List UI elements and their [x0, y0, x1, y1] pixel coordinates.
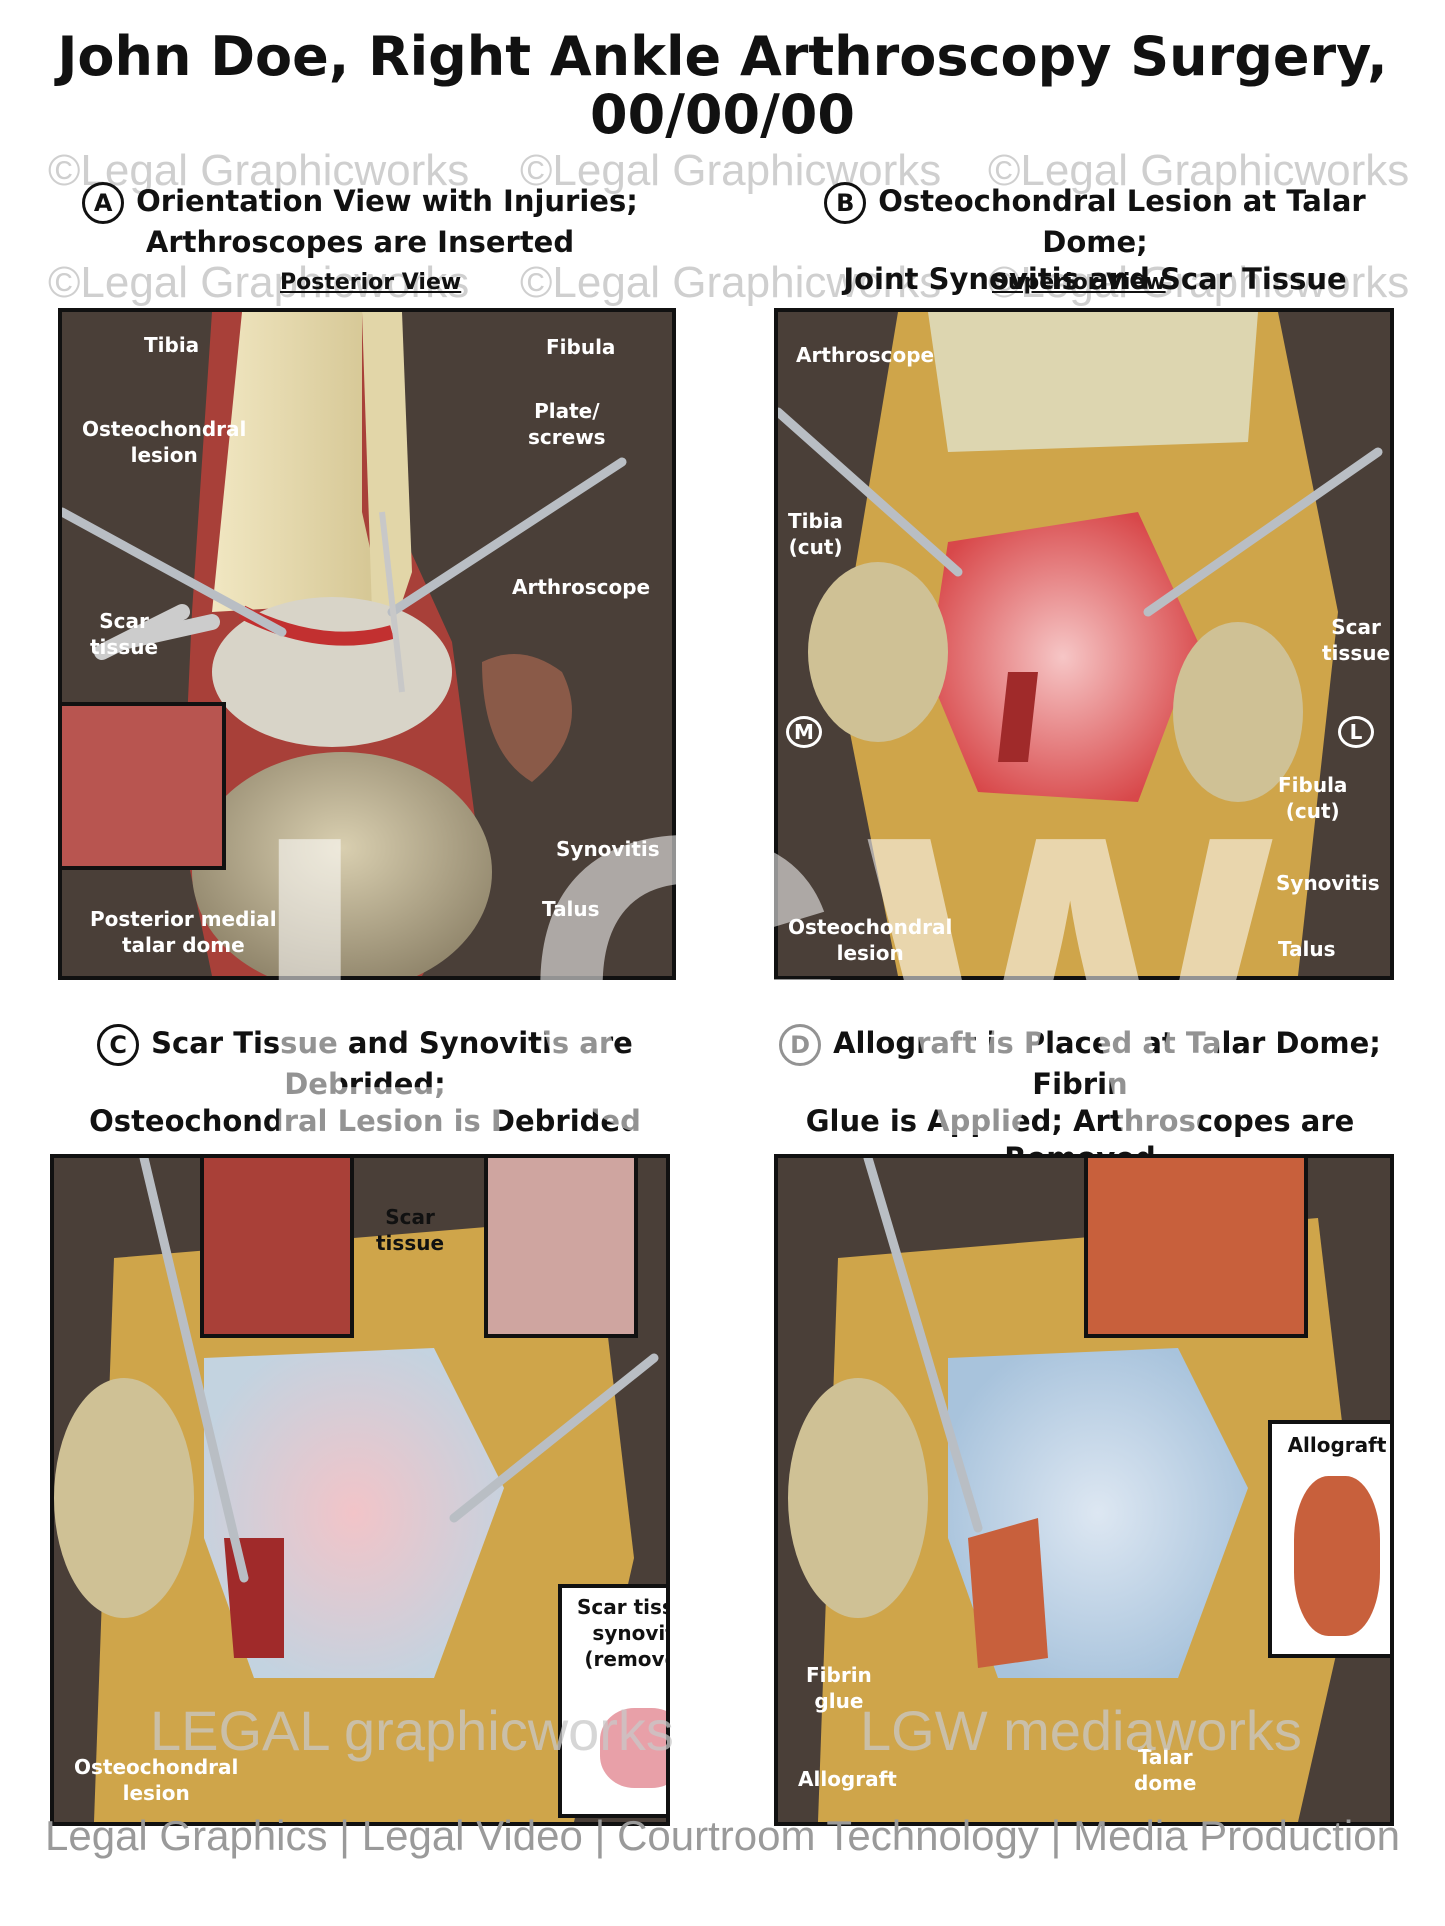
panel-a-heading: A Orientation View with Injuries; Arthros…	[60, 182, 660, 261]
panel-c-illustration: Scar tissue Scar tissue/ synovitis (remo…	[50, 1154, 670, 1826]
label-synovitis: Synovitis	[1276, 871, 1380, 895]
label-arthroscope: Arthroscope	[796, 343, 935, 367]
brand-right: LGW mediaworks	[860, 1699, 1302, 1762]
panel-b-heading: B Osteochondral Lesion at Talar Dome; Joi…	[770, 182, 1420, 298]
panel-a-letter: A	[82, 182, 125, 224]
allograft-box: Allograft	[1268, 1420, 1390, 1658]
panel-c-letter: C	[97, 1024, 140, 1066]
label-scar-tissue: Scar tissue	[90, 609, 159, 659]
panel-c-inset-right	[484, 1158, 638, 1338]
panel-c-heading-line1: Scar Tissue and Synovitis are Debrided;	[151, 1026, 633, 1101]
panel-d-heading-line1: Allograft is Placed at Talar Dome; Fibri…	[833, 1026, 1381, 1101]
panel-d-illustration: Allograft Fibrin glue Allograft Talar do…	[774, 1154, 1394, 1826]
watermark: ©Legal Graphicworks	[48, 146, 470, 195]
panel-d-letter: D	[779, 1024, 822, 1066]
label-scar-tissue: Scar tissue	[1322, 615, 1391, 665]
panel-d-heading: D Allograft is Placed at Talar Dome; Fibr…	[740, 1024, 1420, 1177]
brand-left: LEGAL graphicworks	[150, 1699, 674, 1762]
lgw-watermark: LGW	[250, 747, 1283, 1227]
panel-a-heading-line2: Arthroscopes are Inserted	[145, 225, 575, 259]
removed-tissue-image	[600, 1708, 666, 1788]
panel-c-inset-left	[200, 1158, 354, 1338]
footer-tagline: Legal Graphics | Legal Video | Courtroom…	[45, 1812, 1400, 1859]
label-fibula-cut: Fibula (cut)	[1278, 773, 1348, 823]
label-osteochondral-lesion: Osteochondral lesion	[82, 417, 247, 467]
panel-c-heading-line2: Osteochondral Lesion is Debrided	[89, 1104, 641, 1138]
panel-a-illustration: Tibia Fibula Plate/ screws Osteochondral…	[58, 308, 676, 980]
debridement-drawing	[54, 1158, 659, 1822]
watermark: ©Legal Graphicworks	[48, 258, 470, 307]
watermark: ©Legal Graphicworks	[988, 258, 1410, 307]
page-title: John Doe, Right Ankle Arthroscopy Surger…	[0, 28, 1445, 144]
label-medial-marker: M	[786, 716, 822, 748]
panel-b-view-label: Superior View	[992, 270, 1166, 295]
watermark: ©Legal Graphicworks	[520, 146, 942, 195]
label-allograft-box: Allograft	[1287, 1433, 1387, 1457]
allograft-drawing	[788, 1158, 1358, 1822]
superior-ankle-drawing	[778, 312, 1383, 976]
posterior-ankle-drawing	[62, 312, 627, 976]
label-scar-tissue: Scar tissue	[376, 1205, 445, 1255]
title-line1: John Doe, Right Ankle Arthroscopy Surger…	[57, 25, 1388, 88]
panel-b-letter: B	[824, 182, 867, 224]
allograft-image	[1294, 1476, 1380, 1636]
label-tibia-cut: Tibia (cut)	[788, 509, 844, 559]
panel-b-heading-line1: Osteochondral Lesion at Talar Dome;	[878, 184, 1366, 259]
watermark: ©Legal Graphicworks	[988, 146, 1410, 195]
label-tibia: Tibia	[144, 333, 200, 357]
removed-tissue-box: Scar tissue/ synovitis (removed)	[558, 1584, 666, 1818]
label-lateral-marker: L	[1338, 716, 1374, 748]
panel-a-heading-line1: Orientation View with Injuries;	[136, 184, 638, 218]
panel-b-heading-line2: Joint Synovitis and Scar Tissue	[843, 262, 1347, 296]
panel-d-inset	[1084, 1158, 1308, 1338]
label-osteochondral-lesion: Osteochondral lesion	[74, 1755, 239, 1805]
label-osteochondral-lesion: Osteochondral lesion	[788, 915, 953, 965]
panel-a-inset	[62, 702, 226, 870]
label-allograft: Allograft	[798, 1767, 897, 1791]
label-talar-dome: Talar dome	[1134, 1745, 1197, 1795]
panel-c-heading: C Scar Tissue and Synovitis are Debrided;…	[40, 1024, 690, 1140]
label-synovitis: Synovitis	[556, 837, 660, 861]
label-plate-screws: Plate/ screws	[528, 399, 606, 449]
label-arthroscope: Arthroscope	[512, 575, 651, 599]
title-line2: 00/00/00	[590, 83, 855, 146]
label-talar-dome: Posterior medial talar dome	[90, 907, 277, 957]
label-talus: Talus	[1278, 937, 1336, 961]
label-talus: Talus	[542, 897, 600, 921]
label-removed-tissue: Scar tissue/ synovitis (removed)	[577, 1595, 666, 1671]
panel-a-view-label: Posterior View	[280, 270, 462, 295]
panel-b-illustration: Arthroscope Tibia (cut) Scar tissue M L …	[774, 308, 1394, 980]
label-fibula: Fibula	[546, 335, 616, 359]
label-fibrin-glue: Fibrin glue	[806, 1663, 872, 1713]
watermark: ©Legal Graphicworks	[520, 258, 942, 307]
